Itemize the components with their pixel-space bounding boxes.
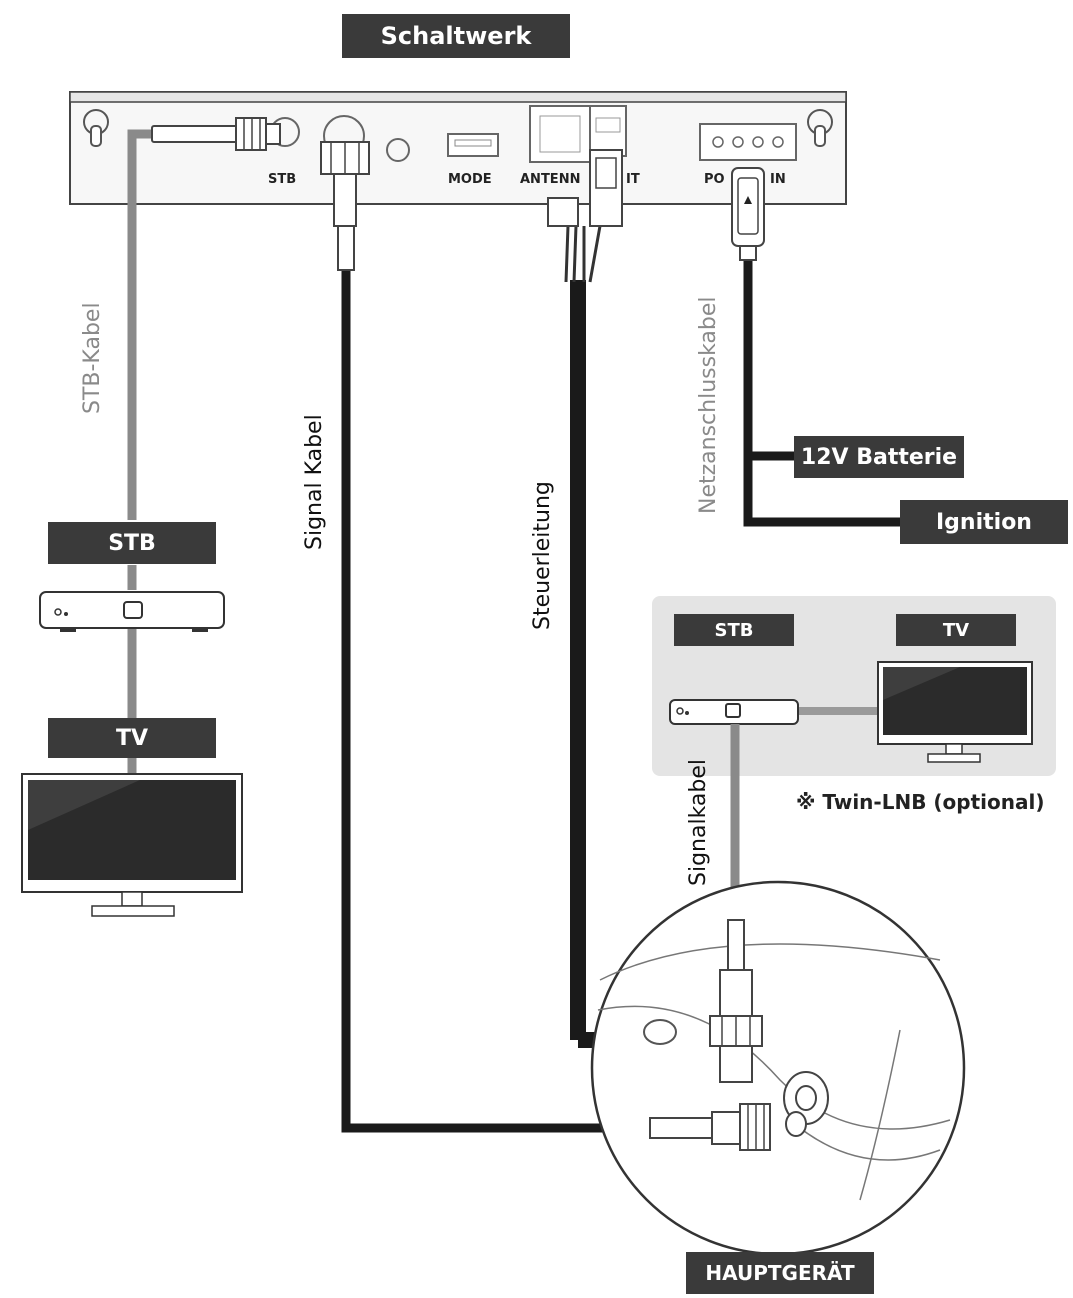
power-cable-label: Netzanschlusskabel: [696, 296, 721, 514]
antenna-port-label: ANTENN: [520, 172, 581, 187]
controller-label: Schaltwerk: [342, 14, 570, 58]
signal-cable-label: Signal Kabel: [302, 414, 327, 550]
power-cable: [731, 167, 902, 527]
tv-left-label: TV: [48, 718, 216, 758]
tv-right-label: TV: [896, 614, 1016, 646]
signal-cable: [320, 141, 650, 1133]
tv-left: [21, 773, 243, 917]
power-port-label-a: PO: [704, 172, 725, 187]
mounting-hole-left-icon: [83, 109, 109, 147]
control-cable: [547, 149, 676, 1048]
stb-device-left: [39, 591, 225, 632]
unit-port-label: IT: [626, 172, 640, 187]
control-cable-label: Steuerleitung: [530, 481, 555, 630]
main-unit-label: HAUPTGERÄT: [686, 1252, 874, 1294]
mode-switch-icon: [447, 133, 499, 157]
power-connector-icon: [699, 123, 797, 161]
main-unit: [590, 880, 966, 1256]
stb-left-label: STB: [48, 522, 216, 564]
mounting-hole-right-icon: [807, 109, 833, 147]
led-icon: [386, 138, 410, 162]
stb-port-label: STB: [268, 172, 297, 187]
stb-cable-label: STB-Kabel: [80, 302, 105, 414]
battery-label: 12V Batterie: [794, 436, 964, 478]
ignition-label: Ignition: [900, 500, 1068, 544]
twin-lnb-note: ※ Twin-LNB (optional): [796, 790, 1045, 814]
mode-port-label: MODE: [448, 172, 492, 187]
stb-cable: [127, 117, 281, 775]
antenna-connector-icon: [529, 105, 627, 163]
signalkabel-label: Signalkabel: [686, 758, 711, 886]
stb-right-label: STB: [674, 614, 794, 646]
controller-unit: [69, 91, 847, 205]
power-port-label-b: IN: [770, 172, 786, 187]
